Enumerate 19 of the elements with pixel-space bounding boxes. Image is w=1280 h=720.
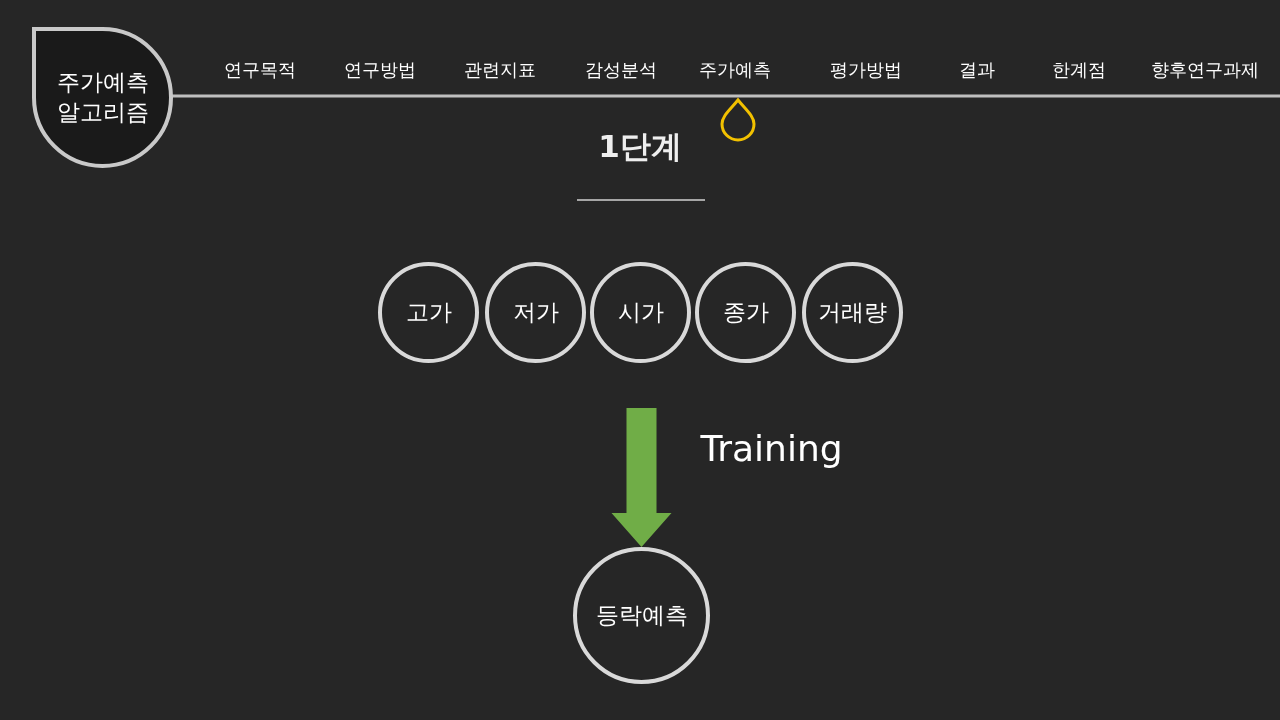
input-circle: 저가 (485, 262, 586, 363)
input-circle: 종가 (695, 262, 796, 363)
menu-item: 평가방법 (830, 58, 902, 82)
menu-item: 향후연구과제 (1151, 58, 1259, 82)
output-circle: 등락예측 (573, 547, 710, 684)
menu-item: 한계점 (1052, 58, 1106, 82)
arrow (611, 408, 672, 547)
menu-item: 연구목적 (224, 58, 296, 82)
input-circle: 고가 (378, 262, 479, 363)
step-heading: 1단계 (597, 127, 683, 166)
input-circle: 시가 (590, 262, 691, 363)
menu-item: 감성분석 (585, 58, 657, 82)
menu-item: 연구방법 (344, 58, 416, 82)
title-badge: 주가예측 알고리즘 (32, 27, 173, 168)
edge-label: Training (700, 428, 843, 469)
menu-item: 관련지표 (464, 58, 536, 82)
menu-item: 주가예측 (699, 58, 771, 82)
menu-item: 결과 (959, 58, 995, 82)
input-circle: 거래량 (802, 262, 903, 363)
